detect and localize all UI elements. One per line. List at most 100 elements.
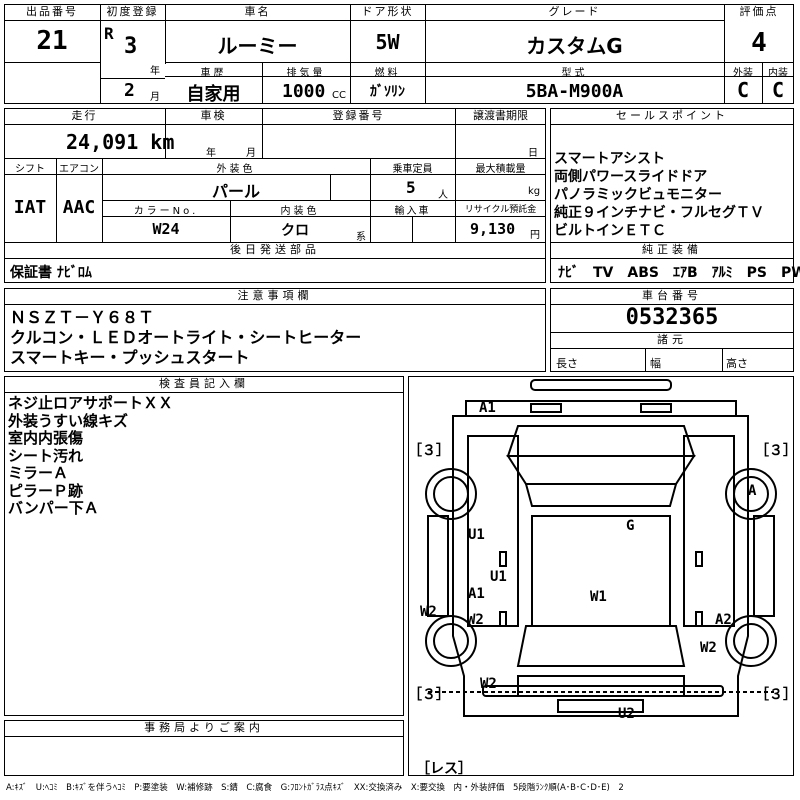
dims-label: 諸元	[657, 333, 687, 346]
door-label: ドア形状	[361, 5, 414, 18]
inspector-line: ミラーＡ	[8, 464, 69, 482]
inspector-line: 室内内張傷	[8, 429, 84, 447]
mark-w2-mid: W2	[467, 612, 484, 628]
inspection-label: 車検	[200, 109, 227, 122]
history: 自家用	[186, 84, 241, 105]
mark-a2: A2	[715, 612, 732, 628]
model: 5BA-M900A	[525, 81, 624, 102]
intcolor-unit: 系	[356, 232, 366, 243]
sales-point: ビルトインＥＴＣ	[554, 223, 666, 239]
office-box	[4, 720, 404, 776]
note-line: クルコン・ＬＥＤオートライト・シートヒーター	[10, 328, 362, 347]
mileage: 24,091 km	[66, 130, 175, 154]
inspector-line: ネジ止ロアサポートＸＸ	[8, 394, 174, 412]
fuel-label: 燃料	[374, 68, 401, 79]
mark-w1: W1	[590, 589, 607, 605]
sales-points: スマートアシスト 両側パワースライドドア パノラミックビュモニター 純正９インチ…	[554, 150, 764, 240]
width-label: 幅	[650, 357, 661, 370]
note-line: スマートキー・プッシュスタート	[10, 348, 250, 367]
later-label: 後日発送部品	[230, 243, 320, 256]
later-parts: 保証書 ﾅﾋﾞﾛﾑ	[10, 265, 92, 281]
notes-box	[4, 288, 546, 372]
colorno-label: カラーNo.	[133, 206, 199, 217]
ac-label: エアコン	[59, 164, 99, 175]
mark-less: ［レス］	[416, 761, 472, 777]
reg-year: 3	[124, 34, 138, 59]
inspection-month: 月	[246, 148, 256, 159]
mid-section	[4, 108, 546, 283]
inspector-line: 外装うすい線キズ	[8, 411, 129, 430]
chassis-box	[550, 288, 794, 372]
capacity: 5	[406, 178, 416, 197]
color-label: 外装色	[216, 164, 256, 175]
legend: A:ｷｽﾞ U:ﾍｺﾐ B:ｷｽﾞを伴うﾍｺﾐ P:要塗装 W:補修跡 S:錆 …	[6, 783, 624, 793]
sales-point: スマートアシスト	[554, 151, 666, 167]
fuel: ｶﾞｿﾘﾝ	[370, 84, 405, 100]
mark-w2-bottom: W2	[480, 676, 497, 692]
inspector-line: バンパー下Ａ	[8, 499, 99, 517]
inspector-box	[4, 376, 404, 716]
mark-u2: U2	[618, 706, 635, 722]
maxload-unit: kg	[528, 186, 541, 197]
inspector-line: ピラーＰ跡	[8, 481, 84, 500]
interior-grade: C	[771, 78, 785, 102]
transfer-label: 譲渡書期限	[473, 109, 528, 122]
displacement: 1000	[282, 81, 326, 102]
car-diagram	[425, 379, 777, 717]
transfer-day: 日	[528, 148, 538, 159]
mileage-label: 走行	[71, 109, 98, 122]
mark-3-right-top: ［３］	[755, 443, 797, 459]
mark-g: G	[626, 518, 635, 534]
car-name: ルーミー	[217, 34, 298, 58]
inspector-lines: ネジ止ロアサポートＸＸ 外装うすい線キズ 室内内張傷 シート汚れ ミラーＡ ピラ…	[8, 394, 174, 518]
mark-w2-left: W2	[420, 604, 437, 620]
first-reg-label: 初度登録	[106, 5, 159, 18]
inspector-line: シート汚れ	[8, 446, 84, 465]
mark-3-left-top: ［３］	[408, 443, 450, 459]
mark-3-left-bottom: ［３］	[408, 687, 450, 703]
score: 4	[751, 28, 767, 58]
capacity-unit: 人	[438, 190, 448, 201]
grade-label: グレード	[548, 5, 601, 18]
maxload-label: 最大積載量	[475, 164, 526, 175]
reg-month: 2	[124, 80, 135, 101]
diagram-box	[408, 376, 794, 776]
notes-lines: ＮＳＺＴ－Ｙ６８Ｔ クルコン・ＬＥＤオートライト・シートヒーター スマートキー・…	[10, 308, 361, 368]
grade: カスタムG	[526, 34, 623, 58]
height-label: 高さ	[726, 357, 748, 370]
exterior-label: 外装	[733, 68, 753, 79]
sales-point: パノラミックビュモニター	[554, 187, 722, 203]
history-label: 車歴	[200, 68, 227, 79]
office-label: 事務局よりご案内	[144, 721, 264, 734]
equip-label: 純正装備	[642, 243, 702, 256]
equipment: ﾅﾋﾞ TV ABS ｴｱB ｱﾙﾐ PS PW	[558, 265, 800, 281]
chassis-label: 車台番号	[642, 289, 702, 302]
regno-label: 登録番号	[332, 109, 385, 122]
colorno: W24	[152, 220, 180, 238]
top-section	[4, 4, 794, 104]
score-label: 評価点	[739, 5, 779, 18]
notes-label: 注意事項欄	[237, 289, 313, 302]
mark-a-mirror: A	[748, 483, 757, 499]
recycle: 9,130	[470, 220, 516, 238]
sales-point: 純正９インチナビ・フルセグＴＶ	[554, 205, 764, 221]
sales-point-box	[550, 108, 794, 283]
recycle-unit: 円	[530, 230, 540, 241]
mark-w2-right: W2	[700, 640, 717, 656]
mark-a1-mid: A1	[468, 586, 485, 602]
mark-a1-top: A1	[479, 400, 496, 416]
intcolor: クロ	[281, 223, 309, 239]
displacement-unit: CC	[332, 90, 346, 101]
capacity-label: 乗車定員	[392, 164, 433, 175]
import-label: 輸入車	[394, 206, 431, 217]
month-unit: 月	[150, 92, 160, 103]
displacement-label: 排気量	[286, 68, 326, 79]
inspection-year: 年	[206, 148, 216, 159]
interior-label: 内装	[768, 68, 788, 79]
exterior-grade: C	[736, 78, 750, 102]
door: 5W	[375, 30, 400, 54]
length-label: 長さ	[556, 357, 578, 370]
note-line: ＮＳＺＴ－Ｙ６８Ｔ	[10, 308, 155, 327]
ac: AAC	[62, 197, 96, 218]
year-unit: 年	[150, 66, 160, 77]
